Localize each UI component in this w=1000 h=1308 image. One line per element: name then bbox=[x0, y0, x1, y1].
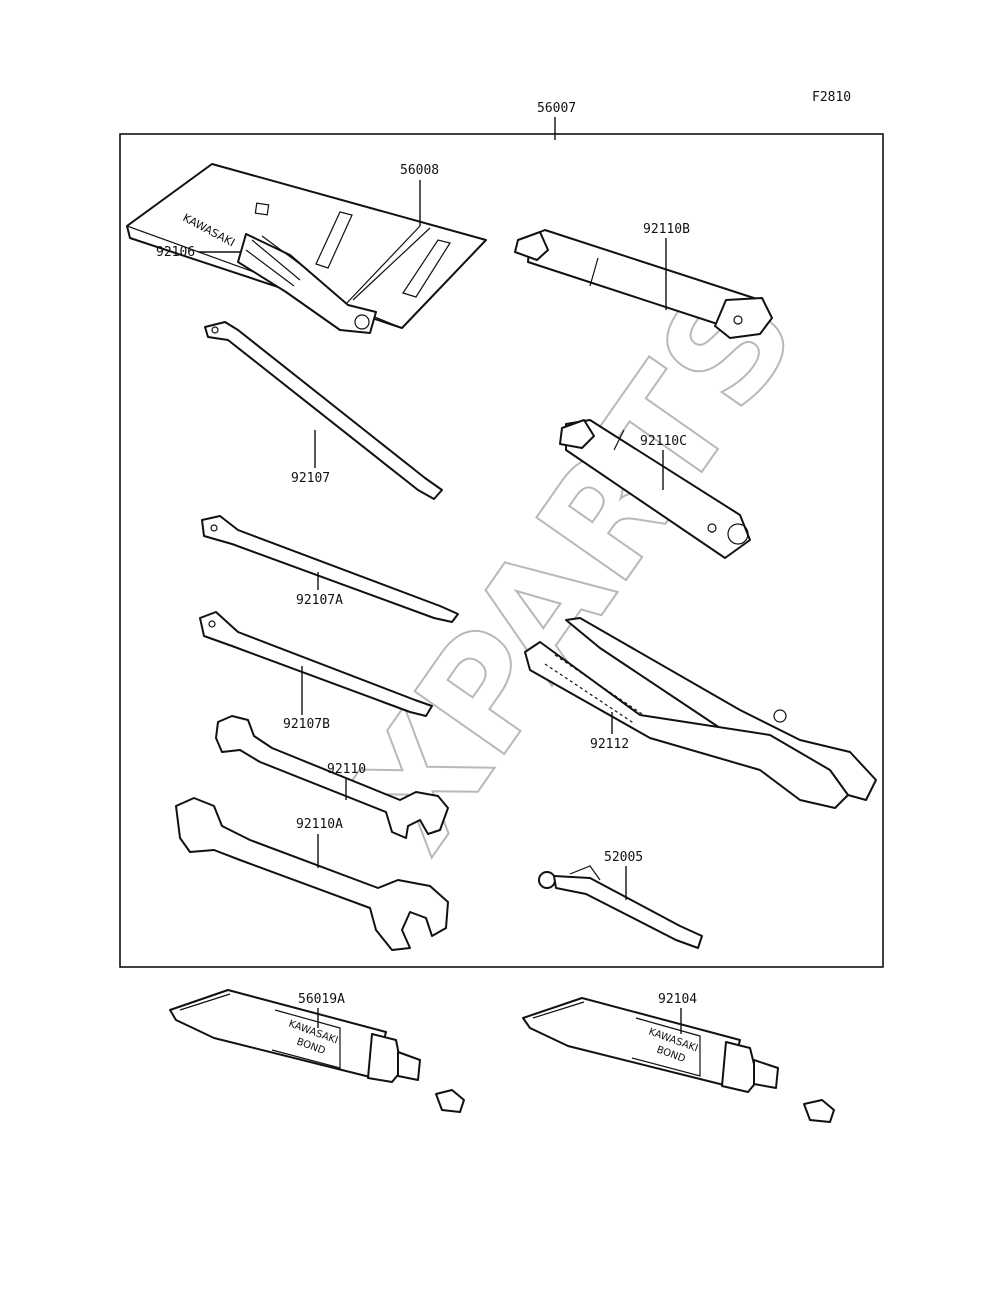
part-label-52005: 52005 bbox=[604, 850, 643, 865]
part-label-92104: 92104 bbox=[658, 992, 697, 1007]
part-label-56008: 56008 bbox=[400, 163, 439, 178]
figure-code: F2810 bbox=[812, 90, 851, 105]
part-label-92110C: 92110C bbox=[640, 434, 687, 449]
part-label-92107A: 92107A bbox=[296, 593, 343, 608]
kit-part-number: 56007 bbox=[537, 101, 576, 116]
watermark-text: XPARTS bbox=[317, 251, 831, 881]
phillips-screwdriver bbox=[204, 321, 443, 500]
open-end-wrench-large bbox=[175, 797, 449, 951]
tool-kit-box bbox=[119, 133, 884, 968]
box-wrench-large bbox=[514, 229, 773, 339]
phillips-screwdriver-b bbox=[199, 611, 433, 717]
part-label-92110: 92110 bbox=[327, 762, 366, 777]
part-label-92106: 92106 bbox=[156, 245, 195, 260]
open-end-wrench-small bbox=[215, 715, 449, 839]
flat-screwdriver bbox=[201, 515, 459, 623]
part-label-92107B: 92107B bbox=[283, 717, 330, 732]
box-wrench-small bbox=[559, 419, 751, 559]
screwdriver-handle bbox=[237, 233, 377, 334]
part-label-92107: 92107 bbox=[291, 471, 330, 486]
part-label-56019A: 56019A bbox=[298, 992, 345, 1007]
pliers bbox=[524, 617, 877, 809]
bond-tube-left: KAWASAKI BOND bbox=[169, 989, 465, 1113]
part-label-92110A: 92110A bbox=[296, 817, 343, 832]
part-label-92112: 92112 bbox=[590, 737, 629, 752]
tire-pressure-gauge bbox=[538, 865, 703, 949]
part-label-92110B: 92110B bbox=[643, 222, 690, 237]
bond-tube-right: KAWASAKI BOND bbox=[522, 997, 835, 1123]
